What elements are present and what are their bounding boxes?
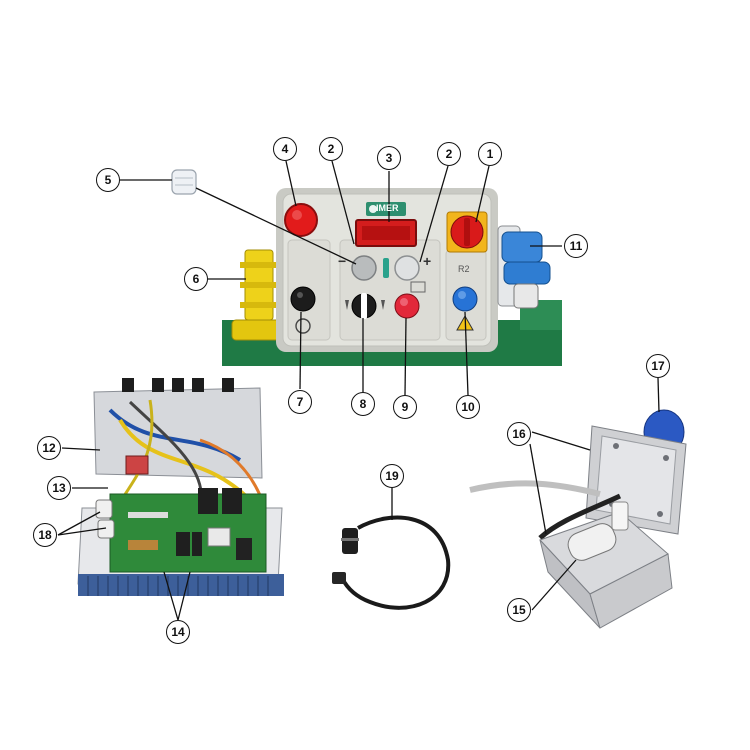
fuse-holder	[95, 499, 113, 519]
minus-button	[351, 255, 377, 281]
callout-15: 15	[507, 598, 531, 622]
callout-16: 16	[507, 422, 531, 446]
lamp-lens	[171, 169, 197, 195]
speed-indicator	[383, 258, 389, 278]
blue-plug	[497, 225, 551, 309]
callout-5: 5	[96, 168, 120, 192]
callout-10: 10	[456, 395, 480, 419]
callout-4: 4	[273, 137, 297, 161]
callout-12: 12	[37, 436, 61, 460]
heatsink	[78, 574, 284, 596]
brand-plate	[366, 202, 406, 216]
callout-3: 3	[377, 146, 401, 170]
junction-box	[469, 409, 687, 629]
callout-7: 7	[288, 390, 312, 414]
control-panel	[222, 188, 562, 366]
electrical-box	[77, 378, 284, 596]
callout-2-left: 2	[319, 137, 343, 161]
callout-8: 8	[351, 392, 375, 416]
callout-18: 18	[33, 523, 57, 547]
callout-13: 13	[47, 476, 71, 500]
sensor-cable	[332, 515, 451, 610]
sensor-connector	[332, 572, 346, 584]
emergency-stop-button	[284, 203, 318, 237]
r2-label: R2	[458, 264, 470, 274]
minus-label: −	[338, 253, 347, 269]
red-push-button	[394, 293, 420, 319]
blue-push-button	[452, 286, 478, 312]
callout-19: 19	[380, 464, 404, 488]
plus-button	[394, 255, 420, 281]
leader-lines	[57, 160, 660, 621]
selector-knob	[290, 286, 316, 312]
callout-2-right: 2	[437, 142, 461, 166]
callout-17: 17	[646, 354, 670, 378]
callout-1: 1	[478, 142, 502, 166]
callout-14: 14	[166, 620, 190, 644]
brand-label: IMER	[376, 203, 399, 213]
yellow-plug	[231, 249, 285, 341]
callout-11: 11	[564, 234, 588, 258]
callout-6: 6	[184, 267, 208, 291]
capacitor	[567, 523, 617, 561]
callout-9: 9	[393, 395, 417, 419]
plus-label: +	[423, 253, 432, 269]
